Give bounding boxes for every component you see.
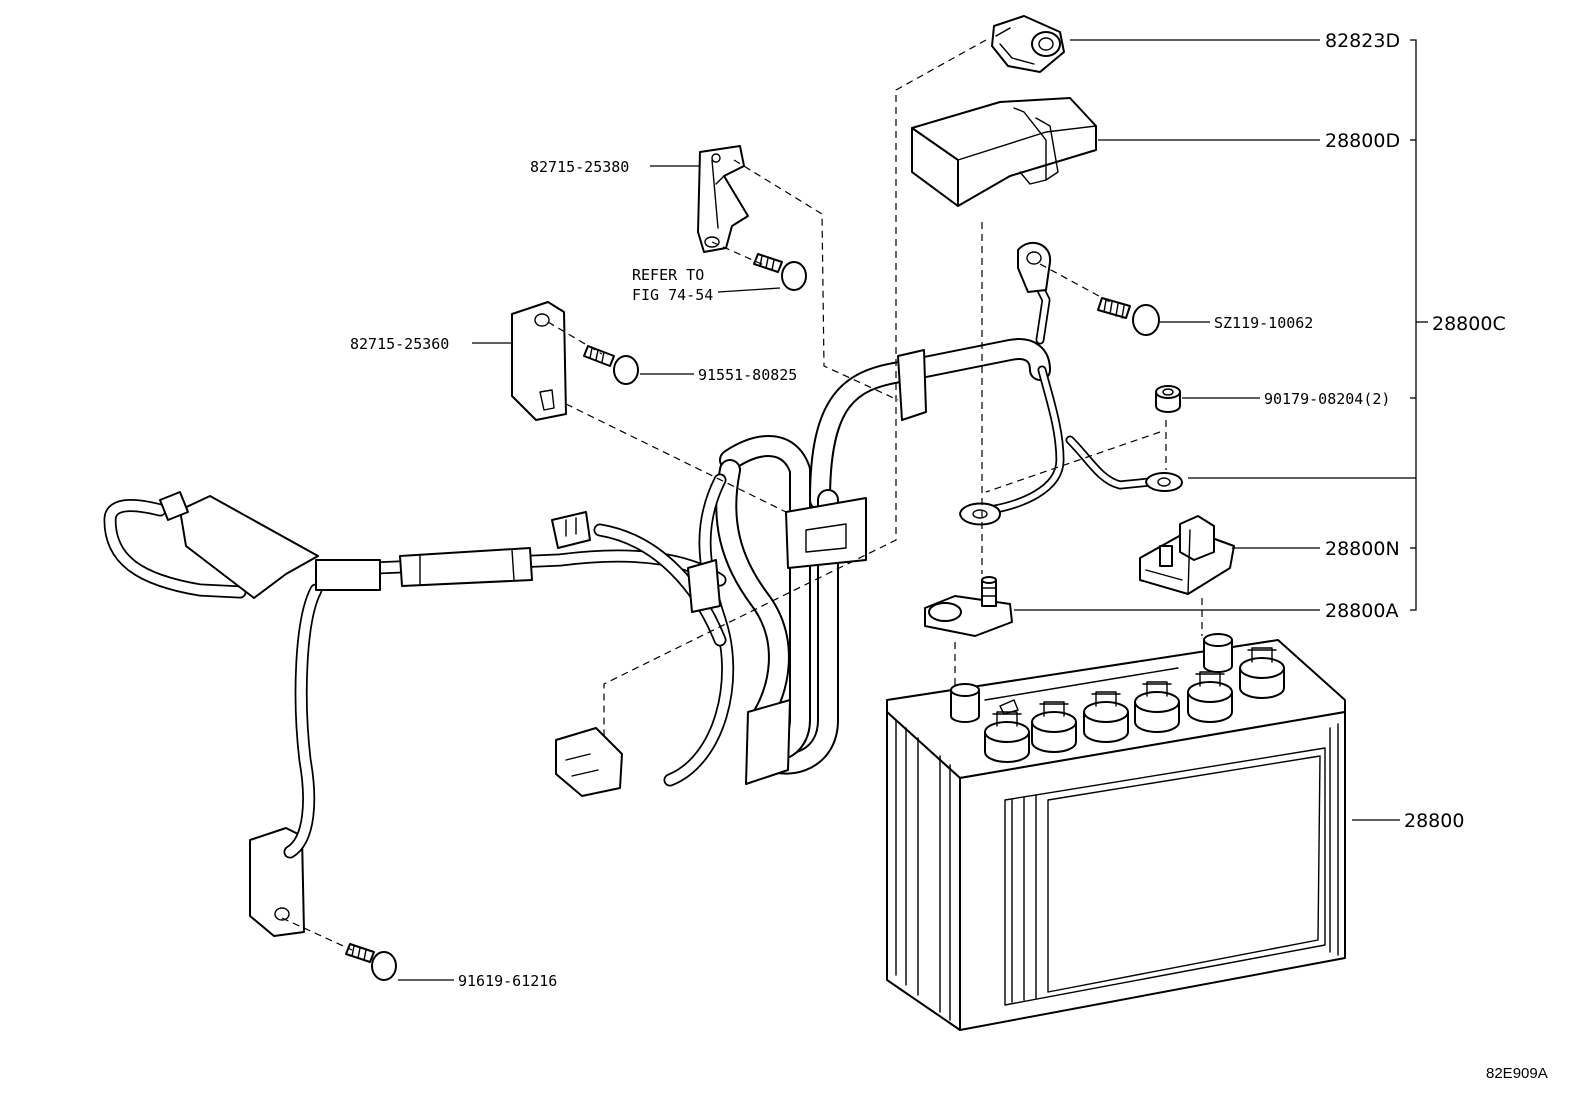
callout-refer-to: REFER TO bbox=[632, 266, 704, 284]
callout-labels: 82823D 28800D 82715-25380 REFER TO FIG 7… bbox=[350, 30, 1506, 990]
leader-lines bbox=[398, 39, 1428, 981]
callout-28800A: 28800A bbox=[1325, 600, 1398, 622]
terminal-cover-box bbox=[911, 97, 1097, 207]
callout-90179-08204: 90179-08204(2) bbox=[1264, 390, 1390, 408]
terminal-cover-cap bbox=[991, 15, 1065, 73]
callout-28800: 28800 bbox=[1404, 810, 1464, 832]
callout-28800C: 28800C bbox=[1432, 313, 1506, 335]
callout-28800D: 28800D bbox=[1325, 130, 1400, 152]
callout-91551-80825: 91551-80825 bbox=[698, 366, 797, 384]
figure-code: 82E909A bbox=[1486, 1065, 1548, 1082]
negative-terminal-clamp bbox=[924, 576, 1013, 637]
callout-82715-25380: 82715-25380 bbox=[530, 158, 629, 176]
alignment-lines bbox=[281, 39, 1203, 951]
bolt-91551 bbox=[583, 345, 639, 385]
callout-91619-61216: 91619-61216 bbox=[458, 972, 557, 990]
positive-terminal-clamp bbox=[1139, 515, 1235, 595]
callout-28800N: 28800N bbox=[1325, 538, 1400, 560]
bolt-91619 bbox=[345, 943, 397, 981]
nut-90179 bbox=[1155, 385, 1181, 413]
callout-SZ119-10062: SZ119-10062 bbox=[1214, 314, 1313, 332]
bolt-sz119 bbox=[1097, 297, 1160, 336]
callout-82715-25360: 82715-25360 bbox=[350, 335, 449, 353]
bracket-upper bbox=[697, 145, 749, 253]
battery bbox=[886, 633, 1346, 1031]
bolt-upper bbox=[753, 253, 807, 291]
callout-fig-74-54: FIG 74-54 bbox=[632, 286, 713, 304]
callout-82823D: 82823D bbox=[1325, 30, 1400, 52]
main-battery-cable bbox=[103, 241, 1183, 859]
bracket-left bbox=[511, 301, 567, 421]
